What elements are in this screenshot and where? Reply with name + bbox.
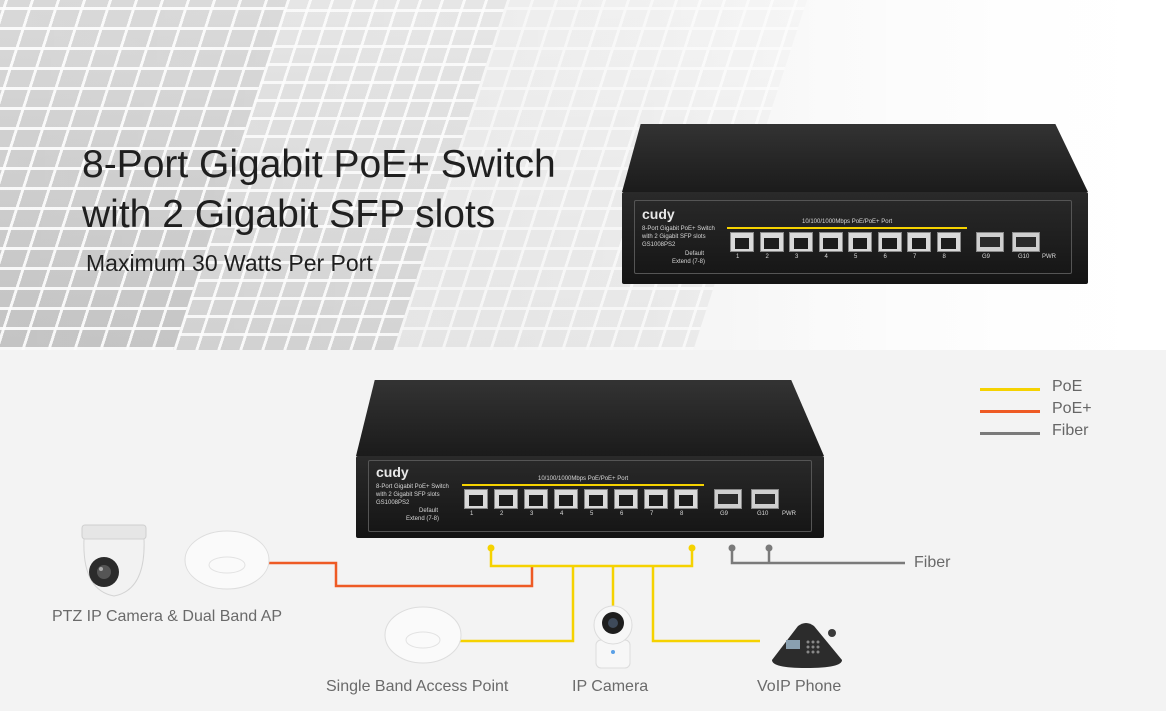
rj45-port [584,489,608,509]
sfp-label: G9 [982,254,991,260]
rj45-port [464,489,488,509]
port-banner: 10/100/1000Mbps PoE/PoE+ Port [538,476,629,482]
switch-desc: 8-Port Gigabit PoE+ Switch [376,484,449,490]
port-number: 5 [590,511,594,517]
rj45-port [644,489,668,509]
label-single-ap: Single Band Access Point [326,678,509,695]
sfp-slot [714,489,742,509]
port-dot [688,544,696,552]
sfp-slot [1012,232,1040,252]
legend-swatch [980,410,1040,413]
rj45-port [494,489,518,509]
power-label: PWR [782,511,796,517]
switch-image-hero: cudy 8-Port Gigabit PoE+ Switch with 2 G… [622,124,1088,284]
rj45-port [524,489,548,509]
port-number: 1 [470,511,474,517]
ptz-camera-icon [81,524,147,597]
port-number: 7 [913,254,917,260]
sfp-label: G10 [1018,254,1030,260]
hero-subtitle: Maximum 30 Watts Per Port [86,250,373,276]
port-number: 2 [500,511,504,517]
switch-model: GS1008PS2 [642,242,676,248]
rj45-port [730,232,754,252]
legend-item-poe-plus: PoE+ [980,400,1160,422]
switch-desc: with 2 Gigabit SFP slots [642,234,706,240]
rj45-port [877,232,902,252]
hero-banner: 8-Port Gigabit PoE+ Switch with 2 Gigabi… [0,0,1166,350]
rj45-port [936,232,961,252]
label-fiber: Fiber [914,554,951,571]
label-ptz-ap: PTZ IP Camera & Dual Band AP [52,608,283,625]
port-number: 6 [883,254,887,260]
port-number: 3 [530,511,534,517]
brand-logo: cudy [642,206,675,222]
port-dot [487,544,495,552]
voip-phone-icon [772,623,842,668]
brand-logo: cudy [376,464,409,480]
label-ip-camera: IP Camera [572,678,649,695]
poe-indicator-bar [727,227,967,229]
label-voip: VoIP Phone [757,678,842,695]
port-number: 4 [824,254,828,260]
hero-title: 8-Port Gigabit PoE+ Switch with 2 Gigabi… [82,140,556,240]
port-number: 3 [795,254,799,260]
rj45-port [848,232,872,252]
rj45-port [907,232,931,252]
rj45-port [818,232,843,252]
port-dot [728,544,736,552]
port-dot [765,544,773,552]
ip-camera-icon [593,605,633,669]
port-number: 8 [942,254,946,260]
sfp-slot [976,232,1004,252]
port-number: 8 [680,511,684,517]
port-number: 2 [765,254,769,260]
mode-extend-label: Extend (7-8) [672,259,706,265]
hero-title-line2: with 2 Gigabit SFP slots [82,193,496,236]
mode-extend-label: Extend (7-8) [406,516,440,522]
legend-item-fiber: Fiber [980,422,1160,444]
rj45-port [759,232,784,252]
poe-indicator-bar [462,484,704,486]
rj45-port [674,489,698,509]
legend-item-poe: PoE [980,378,1160,400]
fiber-wire [730,548,905,565]
legend-swatch [980,388,1040,391]
port-number: 6 [620,511,624,517]
port-banner: 10/100/1000Mbps PoE/PoE+ Port [802,219,893,225]
poe-wire [489,548,694,568]
poe-wire [458,566,575,643]
mode-default-label: Default [419,508,439,514]
rj45-port [554,489,578,509]
legend-swatch [980,432,1040,435]
port-number: 1 [736,254,740,260]
switch-model: GS1008PS2 [376,500,410,506]
sfp-label: G9 [720,511,729,517]
poe-plus-wire [268,561,534,588]
access-point-icon [384,606,462,664]
hero-title-line1: 8-Port Gigabit PoE+ Switch [82,143,556,186]
mode-default-label: Default [685,251,705,257]
sfp-label: G10 [757,511,769,517]
sfp-slot [751,489,779,509]
switch-image-diagram: cudy 8-Port Gigabit PoE+ Switch with 2 G… [356,380,824,538]
switch-desc: 8-Port Gigabit PoE+ Switch [642,226,715,232]
port-number: 4 [560,511,564,517]
rj45-port [789,232,813,252]
switch-desc: with 2 Gigabit SFP slots [376,492,440,498]
port-number: 5 [854,254,858,260]
rj45-port [614,489,638,509]
poe-wire [651,566,760,643]
access-point-icon [184,530,270,590]
port-number: 7 [650,511,654,517]
power-label: PWR [1042,254,1056,260]
